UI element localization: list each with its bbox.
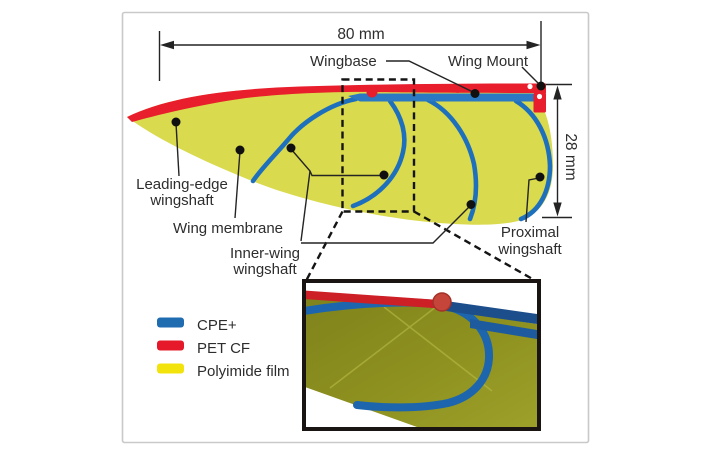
- inner-wing-dot-1: [286, 143, 296, 153]
- text-labels: Wingbase Wing Mount Leading-edge wingsha…: [136, 53, 562, 278]
- wingbase-label: Wingbase: [310, 53, 377, 70]
- inner-wingshaft-2: [350, 98, 407, 209]
- zoom-region-rect: [341, 78, 416, 213]
- wingbase-bar: [348, 93, 534, 102]
- zoom-connector-right: [413, 210, 537, 283]
- wing-mount-label: Wing Mount: [448, 53, 529, 70]
- height-dim-label: 28 mm: [562, 133, 579, 180]
- legend-swatch-cpe: [157, 317, 184, 328]
- zoom-inset: [302, 279, 541, 431]
- inner-wing-dot-2: [379, 170, 389, 180]
- marker-dots: [171, 81, 546, 209]
- inner-wing-label-1: Inner-wing: [230, 245, 300, 262]
- inner-wing-dot-3: [466, 200, 476, 209]
- wingbase-dot: [470, 89, 480, 98]
- proximal-dot: [535, 172, 545, 182]
- proximal-wingshaft-shape: [513, 98, 553, 222]
- proximal-leader: [525, 177, 540, 223]
- legend-label-cpe: CPE+: [197, 317, 237, 334]
- wing-mount-dot: [536, 81, 546, 91]
- leading-edge-leader: [175, 122, 180, 177]
- mount-rivet-2: [536, 93, 543, 100]
- proximal-label-1: Proximal: [501, 224, 559, 241]
- wing-membrane-shape: [127, 85, 554, 225]
- legend-label-petcf: PET CF: [197, 340, 250, 357]
- wingbase-leader: [386, 60, 476, 94]
- legend: CPE+ PET CF Polyimide film: [157, 317, 290, 380]
- inner-wingshaft-1: [250, 96, 359, 184]
- leading-edge-strip: [127, 83, 546, 122]
- wing-membrane-dot: [235, 145, 245, 155]
- height-arrow-top: [553, 85, 562, 100]
- leader-lines: [175, 60, 540, 244]
- width-dim-label: 80 mm: [337, 26, 384, 43]
- inset-crease-1: [329, 299, 446, 389]
- inner-wing-label-2: wingshaft: [232, 261, 297, 278]
- inset-crease-2: [383, 306, 493, 392]
- zoom-connector-left: [304, 210, 344, 282]
- inset-joint-dot: [432, 292, 452, 312]
- leading-edge-label-2: wingshaft: [149, 192, 214, 209]
- width-dimension: 80 mm: [158, 21, 542, 84]
- height-dimension: 28 mm: [542, 83, 579, 219]
- width-arrow-left: [160, 40, 174, 50]
- inset-wingbase-band: [446, 301, 537, 324]
- inner-wing-leader-stem: [300, 170, 311, 242]
- inner-wing-leader-a: [290, 148, 382, 177]
- inset-content: [306, 290, 537, 427]
- wing-mount-leader: [521, 66, 540, 85]
- legend-swatch-polyimide: [157, 363, 184, 374]
- wing-membrane-label: Wing membrane: [173, 220, 283, 237]
- inset-wingbase-band-2: [470, 319, 537, 339]
- proximal-label-2: wingshaft: [497, 241, 562, 258]
- width-arrow-right: [526, 40, 541, 50]
- legend-label-polyimide: Polyimide film: [197, 363, 290, 380]
- wing-mount-shape: [533, 92, 546, 113]
- inset-leading-edge: [306, 290, 440, 309]
- leading-edge-dot: [171, 117, 181, 127]
- wing-membrane-leader: [234, 150, 241, 219]
- wingbase-joint: [366, 86, 378, 98]
- inset-creases: [329, 299, 493, 392]
- wingshafts-group: [250, 96, 553, 222]
- inner-wing-leader-c: [301, 205, 471, 244]
- mount-rivet-1: [527, 83, 533, 90]
- height-arrow-bottom: [553, 202, 562, 217]
- legend-swatch-petcf: [157, 340, 184, 351]
- leading-edge-label-1: Leading-edge: [136, 176, 228, 193]
